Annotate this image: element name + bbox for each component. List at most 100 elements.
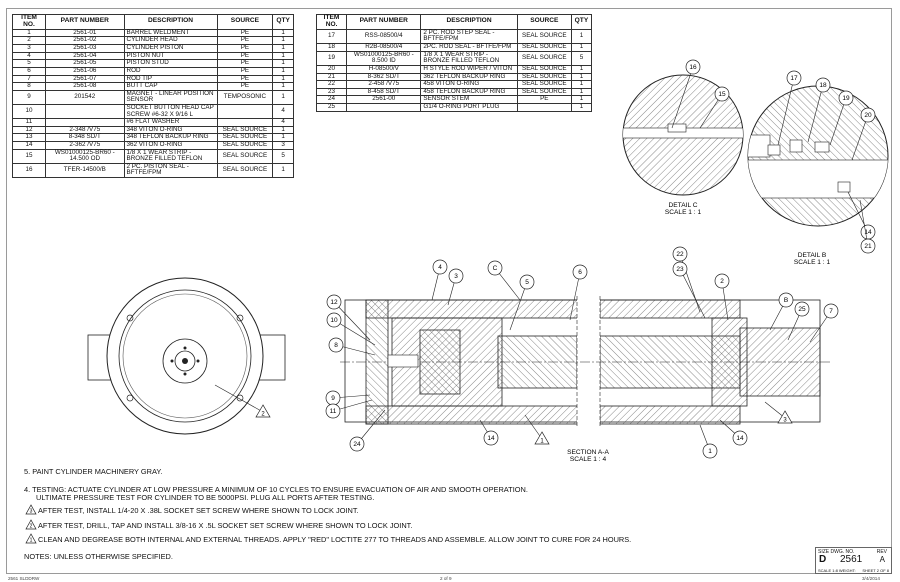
balloon-circle: [487, 260, 503, 276]
flag-number: 2: [261, 412, 265, 418]
section-a-a-view: [340, 296, 830, 428]
flag-number: 1: [540, 439, 544, 445]
leader-line: [829, 97, 847, 146]
balloon-number: 12: [330, 299, 338, 306]
flag-triangle: [255, 404, 271, 418]
balloon-s6: 6: [569, 264, 588, 321]
balloon-circle: [349, 436, 365, 452]
balloon-number: 9: [331, 395, 335, 402]
bom-col-header: DESCRIPTION: [123, 14, 218, 30]
balloon-number: 23: [676, 266, 684, 273]
bom-cell-desc: 1/8 X 1 WEAR STRIP - BRONZE FILLED TEFLO…: [420, 50, 518, 66]
balloon-number: 5: [525, 279, 529, 286]
balloon-s14a: 14: [479, 419, 499, 446]
balloon-number: 11: [330, 408, 337, 415]
balloon-circle: [572, 264, 588, 280]
balloon-number: 15: [718, 91, 726, 98]
balloon-circle: [432, 259, 448, 275]
balloon-s1: 1: [699, 424, 718, 459]
balloon-sC: C: [487, 260, 521, 301]
bom-cell-item: 19: [315, 50, 348, 66]
size-label: SIZE DWG. NO.: [818, 549, 855, 555]
note-4-line-2: ULTIMATE PRESSURE TEST FOR CYLINDER TO B…: [36, 493, 375, 502]
balloon-b17: 17: [777, 70, 802, 146]
bom-cell-qty: 4: [272, 103, 294, 120]
balloon-b20: 20: [851, 107, 876, 161]
balloon-s2: 2: [714, 273, 730, 321]
balloon-circle: [838, 90, 854, 106]
leader-line: [569, 271, 581, 321]
balloon-number: 10: [330, 317, 338, 324]
balloon-b21: 21: [859, 199, 876, 254]
balloon-circle: [483, 430, 499, 446]
sheet-number: SHEET 2 OF 8: [862, 568, 889, 573]
balloon-s8: 8: [328, 337, 376, 356]
bom-cell-source: [216, 103, 274, 120]
bom-col-header: ITEM NO.: [11, 14, 47, 30]
balloon-b18: 18: [807, 77, 831, 143]
balloon-s11: 11: [325, 399, 373, 419]
balloon-number: 14: [736, 435, 744, 442]
sheet-size: D: [819, 554, 827, 565]
balloon-circle: [823, 303, 839, 319]
balloon-number: 4: [438, 264, 442, 271]
drawing-number: 2561: [840, 554, 863, 565]
bom-cell-item: 10: [11, 103, 47, 120]
balloon-number: 6: [578, 269, 582, 276]
leader-line: [859, 199, 869, 247]
balloon-circle: [714, 86, 730, 102]
balloon-number: 16: [689, 64, 697, 71]
note-5: 5. PAINT CYLINDER MACHINERY GRAY.: [24, 467, 163, 476]
bom-cell-desc: 2 PC. PISTON SEAL - BFTFE/FPM: [123, 162, 218, 179]
balloon-s12: 12: [326, 294, 371, 341]
balloon-circle: [328, 337, 344, 353]
balloon-circle: [702, 443, 718, 459]
leader-line: [333, 319, 376, 346]
balloon-circle: [732, 430, 748, 446]
bom-cell-part: RSS-08500/4: [346, 28, 422, 45]
balloon-number: 24: [353, 441, 361, 448]
bom-cell-part: [346, 102, 422, 112]
rev-label: REV: [876, 549, 887, 555]
detail-c-view: [622, 74, 744, 196]
balloon-number: 25: [798, 306, 806, 313]
detail-b-scale: SCALE 1 : 1: [794, 259, 831, 266]
leader-line: [333, 301, 371, 341]
balloon-number: 17: [790, 75, 798, 82]
balloon-number: 2: [720, 278, 724, 285]
bom-cell-item: 25: [315, 102, 348, 112]
flag-number: 3: [783, 418, 787, 424]
bom-cell-qty: 1: [272, 162, 294, 179]
revision: A: [879, 555, 885, 564]
scale-weight: SCALE 1:8 WEIGHT:: [818, 568, 856, 573]
balloon-circle: [326, 294, 342, 310]
balloon-circle: [860, 107, 876, 123]
bom-cell-part: WS01000125-BR60 - 8.500 ID: [346, 50, 422, 66]
detail-b-title: DETAIL B: [798, 252, 827, 259]
bom-cell-qty: 1: [570, 28, 593, 45]
bom-cell-desc: G1/4 O-RING PORT PLUG: [420, 102, 518, 112]
balloon-number: 1: [708, 448, 712, 455]
bom-cell-item: 16: [11, 162, 47, 179]
section-title: SECTION A-A: [567, 449, 609, 456]
detail-c-title: DETAIL C: [669, 202, 698, 209]
balloon-sB: B: [769, 292, 794, 331]
sheet-border: [6, 8, 892, 574]
balloon-circle: [778, 292, 794, 308]
balloon-number: B: [784, 297, 788, 304]
bom-cell-desc: SOCKET BUTTON HEAD CAP SCREW #6-32 X 9/1…: [123, 103, 218, 120]
balloon-number: 21: [864, 243, 872, 250]
